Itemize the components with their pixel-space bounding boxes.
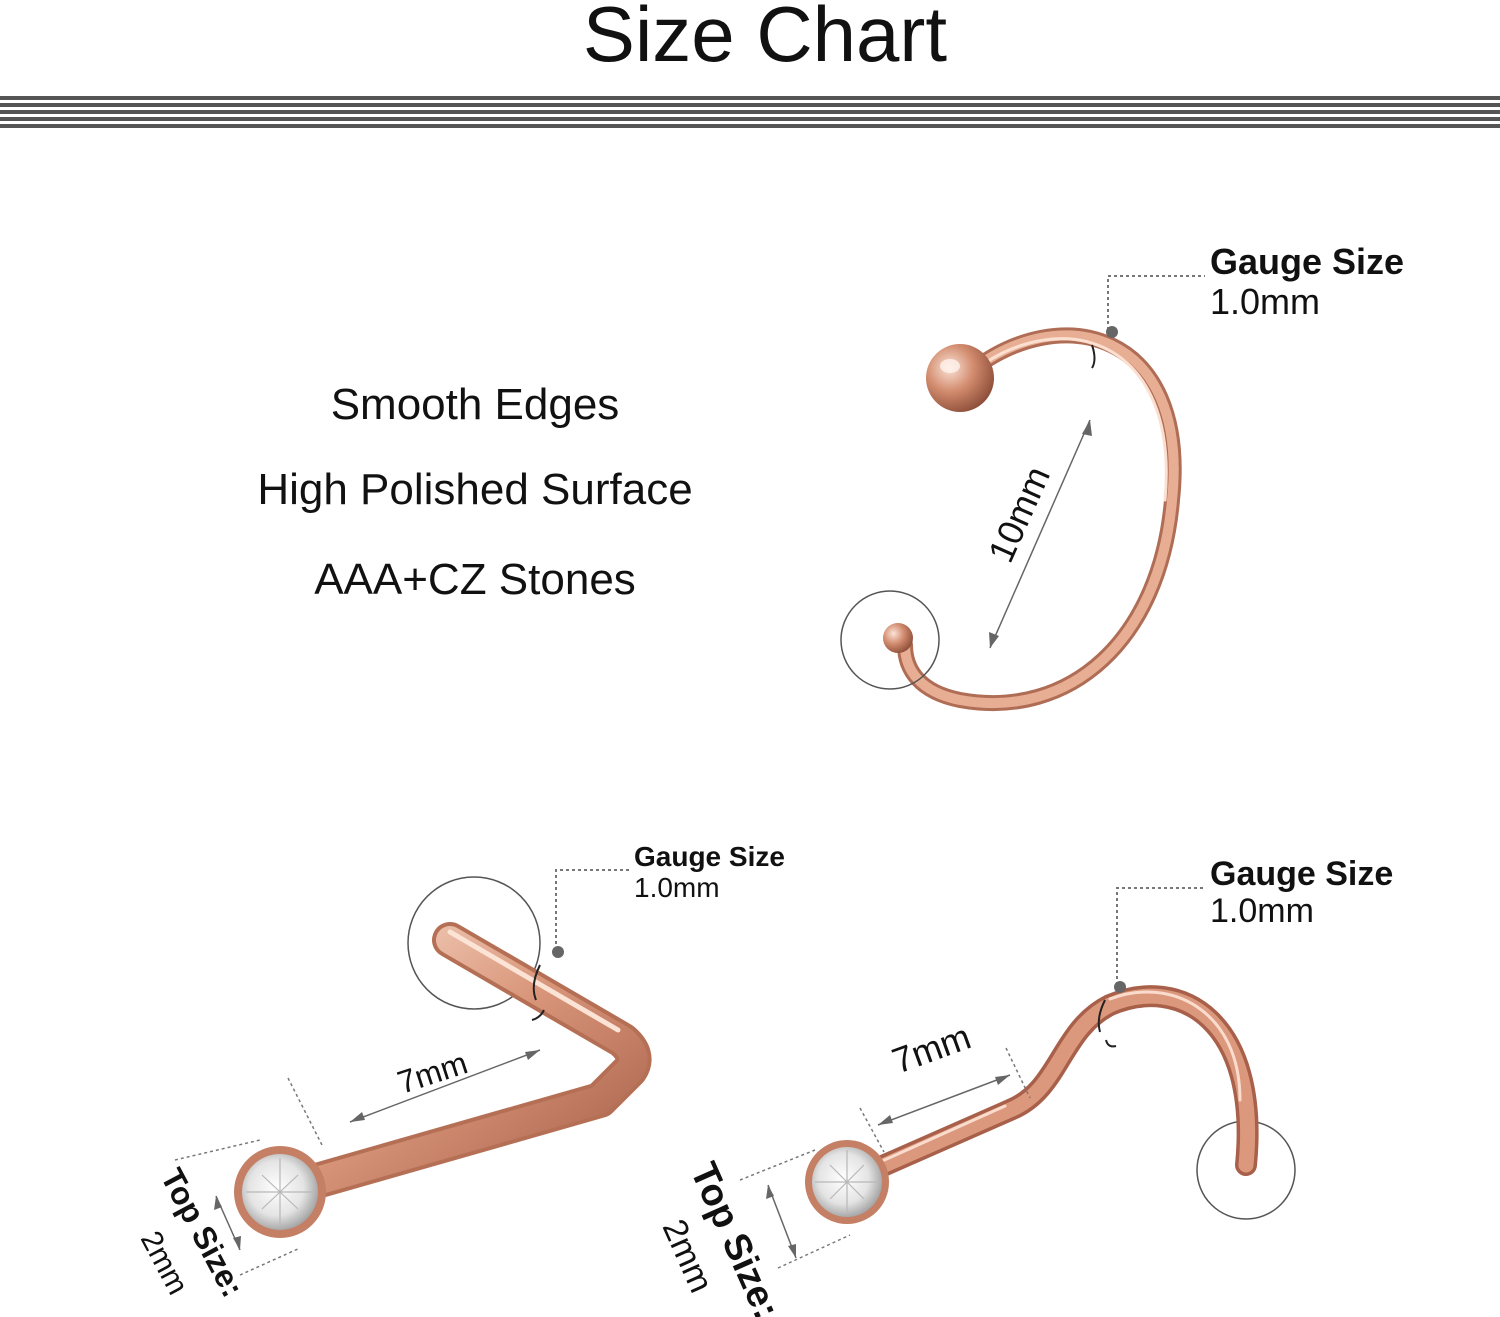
screw-gauge-label: Gauge Size (1210, 855, 1394, 893)
hoop-ball (926, 344, 994, 412)
lstud-end-circle (407, 876, 541, 1010)
lstud-gauge-dot (552, 946, 564, 958)
header-divider (0, 94, 1500, 128)
l-stud: 7mm Top Size: 2mm (134, 869, 652, 1303)
lstud-gauge-value: 1.0mm (634, 872, 720, 903)
hoop-wire (900, 330, 1179, 709)
lstud-length-extension (287, 1077, 323, 1146)
screw-stud: 7mm Top Size: 2mm (655, 887, 1296, 1317)
lstud-length-label: 7mm (393, 1044, 472, 1100)
screw-gauge-tick (1097, 999, 1117, 1048)
hoop-gauge-leader (1107, 275, 1205, 336)
hoop-diameter-arrow (989, 419, 1091, 649)
screw-length-extension-1 (859, 1107, 885, 1153)
screw-gauge-dot (1114, 981, 1126, 993)
hoop-diameter-label: 10mm (980, 460, 1058, 568)
hoop-wire-highlight (973, 337, 1168, 502)
lstud-gauge-callout: Gauge Size 1.0mm (634, 841, 785, 903)
hoop-end-circle (840, 590, 940, 690)
screw-gem-facets (815, 1150, 879, 1214)
feature-smooth-edges: Smooth Edges (330, 380, 620, 429)
screw-gauge-value: 1.0mm (1210, 892, 1314, 930)
lstud-gem-facets (246, 1158, 314, 1226)
hoop-ring: 10mm (840, 275, 1205, 712)
hoop-gauge-tick (1091, 344, 1096, 369)
screw-gauge-callout: Gauge Size 1.0mm (1210, 856, 1393, 930)
screw-top-extension-2 (777, 1234, 851, 1269)
feature-polished-surface: High Polished Surface (257, 465, 693, 514)
hoop-end (883, 623, 913, 653)
hoop-gauge-callout: Gauge Size 1.0mm (1210, 242, 1404, 322)
screw-length-label: 7mm (887, 1016, 976, 1082)
lstud-post (306, 926, 648, 1194)
screw-highlight (878, 990, 1242, 1164)
hoop-gauge-label: Gauge Size (1210, 241, 1405, 282)
lstud-gauge-leader (555, 869, 630, 950)
screw-length-arrow (877, 1074, 1011, 1126)
screw-top-extension-1 (739, 1149, 816, 1181)
feature-cz-stones: AAA+CZ Stones (314, 555, 636, 604)
hoop-gauge-value: 1.0mm (1210, 281, 1321, 322)
screw-gauge-leader (1116, 887, 1205, 985)
lstud-gauge-label: Gauge Size (634, 841, 785, 872)
lstud-gauge-tick (531, 964, 545, 1021)
lstud-top-extension-1 (174, 1139, 261, 1161)
lstud-length-arrow (349, 1049, 541, 1123)
hoop-ball-highlight (940, 359, 960, 373)
hoop-gauge-dot (1106, 326, 1118, 338)
page-title: Size Chart (582, 0, 948, 78)
lstud-top-extension-2 (239, 1247, 301, 1276)
